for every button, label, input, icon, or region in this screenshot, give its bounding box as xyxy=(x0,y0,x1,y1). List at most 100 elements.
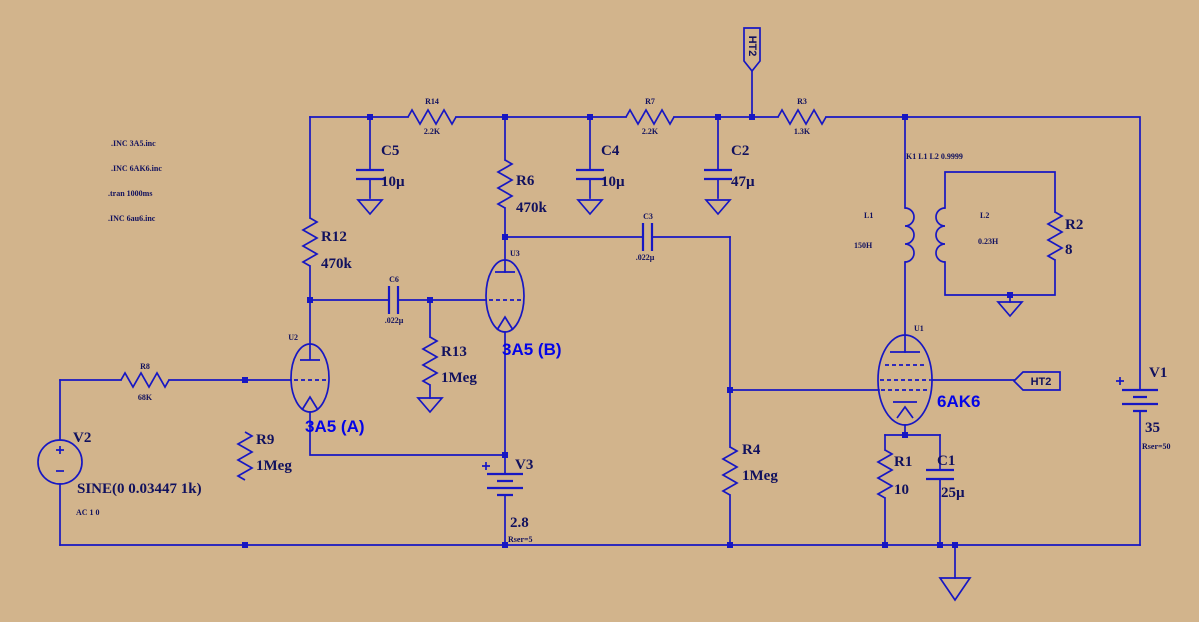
component-ref[interactable]: V1 xyxy=(1149,365,1167,381)
component-ref[interactable]: R6 xyxy=(516,173,535,189)
resistor-R6[interactable]: R6 470k xyxy=(496,159,548,216)
capacitor-C5[interactable]: C5 10µ xyxy=(356,143,405,190)
component-value[interactable]: 470k xyxy=(321,256,353,272)
spice-directive[interactable]: .INC 3A5.inc xyxy=(111,139,156,148)
resistor-R7[interactable]: R7 2.2K xyxy=(625,97,675,136)
component-ref[interactable]: C5 xyxy=(381,143,399,159)
component-value[interactable]: 470k xyxy=(516,200,548,216)
component-ref[interactable]: R4 xyxy=(742,442,761,458)
component-ref[interactable]: R8 xyxy=(140,362,150,371)
component-ref[interactable]: R2 xyxy=(1065,217,1083,233)
component-value[interactable]: 2.2K xyxy=(642,127,659,136)
component-value[interactable]: .022µ xyxy=(385,316,404,325)
inductor-L2[interactable]: L2 0.23H xyxy=(935,207,999,263)
tube-annotation[interactable]: 3A5 (A) xyxy=(305,417,365,436)
component-ref[interactable]: R7 xyxy=(645,97,655,106)
battery-V3[interactable]: V3 2.8 Rser=5 xyxy=(482,457,533,544)
component-param[interactable]: AC 1 0 xyxy=(76,508,100,517)
resistor-R8[interactable]: R8 68K xyxy=(120,362,170,402)
component-ref[interactable]: L2 xyxy=(980,211,989,220)
capacitor-C1[interactable]: C1 25µ xyxy=(926,453,965,501)
component-ref[interactable]: R1 xyxy=(894,454,912,470)
component-param[interactable]: Rser=50 xyxy=(1142,442,1171,451)
component-value[interactable]: .022µ xyxy=(636,253,655,262)
wire[interactable] xyxy=(309,411,506,456)
resistor-R13[interactable]: R13 1Meg xyxy=(421,336,477,386)
flag-HT2-top[interactable]: HT2 xyxy=(743,27,761,73)
ground-icon[interactable] xyxy=(576,199,604,216)
component-value[interactable]: SINE(0 0.03447 1k) xyxy=(77,481,202,497)
tube-U3-triode[interactable]: U3 3A5 (B) xyxy=(485,249,562,359)
wire[interactable] xyxy=(944,259,1056,296)
component-value[interactable]: 1Meg xyxy=(256,458,292,474)
component-ref[interactable]: R3 xyxy=(797,97,807,106)
component-value[interactable]: 2.2K xyxy=(424,127,441,136)
component-value[interactable]: 1Meg xyxy=(742,468,778,484)
coupling-directive[interactable]: K1 L1 L2 0.9999 xyxy=(906,152,963,161)
tube-annotation[interactable]: 6AK6 xyxy=(937,392,980,411)
resistor-R3[interactable]: R3 1.3K xyxy=(777,97,827,136)
capacitor-plates xyxy=(356,168,384,181)
inductor-L1[interactable]: L1 150H xyxy=(854,207,915,263)
tube-plate xyxy=(300,344,320,361)
ground-icon[interactable] xyxy=(938,577,972,602)
tube-U1-pentode[interactable]: U1 6AK6 xyxy=(877,324,980,426)
resistor-R9[interactable]: R9 1Meg xyxy=(236,431,292,481)
wire[interactable] xyxy=(825,116,1141,391)
flag-HT2-screen[interactable]: HT2 xyxy=(1012,371,1061,391)
resistor-R14[interactable]: R14 2.2K xyxy=(407,97,457,136)
flag-label[interactable]: HT2 xyxy=(1031,376,1052,388)
component-value[interactable]: 0.23H xyxy=(978,237,999,246)
component-ref[interactable]: C2 xyxy=(731,143,749,159)
resistor-R2[interactable]: R2 8 xyxy=(1046,211,1083,261)
component-ref[interactable]: C3 xyxy=(643,212,653,221)
capacitor-C6[interactable]: C6 .022µ xyxy=(385,275,404,325)
component-ref[interactable]: U2 xyxy=(288,333,298,342)
flag-label[interactable]: HT2 xyxy=(746,36,758,57)
component-value[interactable]: 10µ xyxy=(601,174,625,190)
component-ref[interactable]: C1 xyxy=(937,453,955,469)
component-value[interactable]: 150H xyxy=(854,241,873,250)
component-ref[interactable]: R14 xyxy=(425,97,439,106)
capacitor-C3[interactable]: C3 .022µ xyxy=(636,212,655,262)
resistor-R1[interactable]: R1 10 xyxy=(876,449,912,499)
component-value[interactable]: 10µ xyxy=(381,174,405,190)
component-ref[interactable]: U3 xyxy=(510,249,520,258)
component-value[interactable]: 47µ xyxy=(731,174,755,190)
battery-V1[interactable]: V1 35 Rser=50 xyxy=(1116,365,1171,451)
component-ref[interactable]: U1 xyxy=(914,324,924,333)
component-ref[interactable]: C6 xyxy=(389,275,399,284)
ground-icon[interactable] xyxy=(704,199,732,216)
wire[interactable] xyxy=(944,171,1056,213)
component-ref[interactable]: R12 xyxy=(321,229,347,245)
spice-directive[interactable]: .INC 6AK6.inc xyxy=(111,164,162,173)
tube-U2-triode[interactable]: U2 3A5 (A) xyxy=(288,333,364,436)
component-value[interactable]: 68K xyxy=(138,393,153,402)
component-ref[interactable]: C4 xyxy=(601,143,620,159)
component-value[interactable]: 2.8 xyxy=(510,515,529,531)
component-param[interactable]: Rser=5 xyxy=(508,535,533,544)
resistor-R12[interactable]: R12 470k xyxy=(301,217,353,272)
capacitor-C2[interactable]: C2 47µ xyxy=(704,143,755,190)
ground-icon[interactable] xyxy=(356,199,384,216)
component-ref[interactable]: R13 xyxy=(441,344,467,360)
tube-annotation[interactable]: 3A5 (B) xyxy=(502,340,562,359)
component-value[interactable]: 25µ xyxy=(941,485,965,501)
component-value[interactable]: 1.3K xyxy=(794,127,811,136)
resistor-R4[interactable]: R4 1Meg xyxy=(721,442,778,496)
component-ref[interactable]: L1 xyxy=(864,211,873,220)
component-value[interactable]: 1Meg xyxy=(441,370,477,386)
component-value[interactable]: 10 xyxy=(894,482,909,498)
voltage-source-V2[interactable]: V2 SINE(0 0.03447 1k) AC 1 0 xyxy=(37,430,202,517)
component-ref[interactable]: V3 xyxy=(515,457,533,473)
spice-directive[interactable]: .tran 1000ms xyxy=(108,189,152,198)
component-value[interactable]: 8 xyxy=(1065,242,1073,258)
component-value[interactable]: 35 xyxy=(1145,420,1160,436)
ground-icon[interactable] xyxy=(416,397,444,414)
spice-directive[interactable]: .INC 6au6.inc xyxy=(108,214,156,223)
capacitor-C4[interactable]: C4 10µ xyxy=(576,143,625,190)
component-ref[interactable]: R9 xyxy=(256,432,274,448)
ground-icon[interactable] xyxy=(996,301,1024,318)
component-ref[interactable]: V2 xyxy=(73,430,91,446)
